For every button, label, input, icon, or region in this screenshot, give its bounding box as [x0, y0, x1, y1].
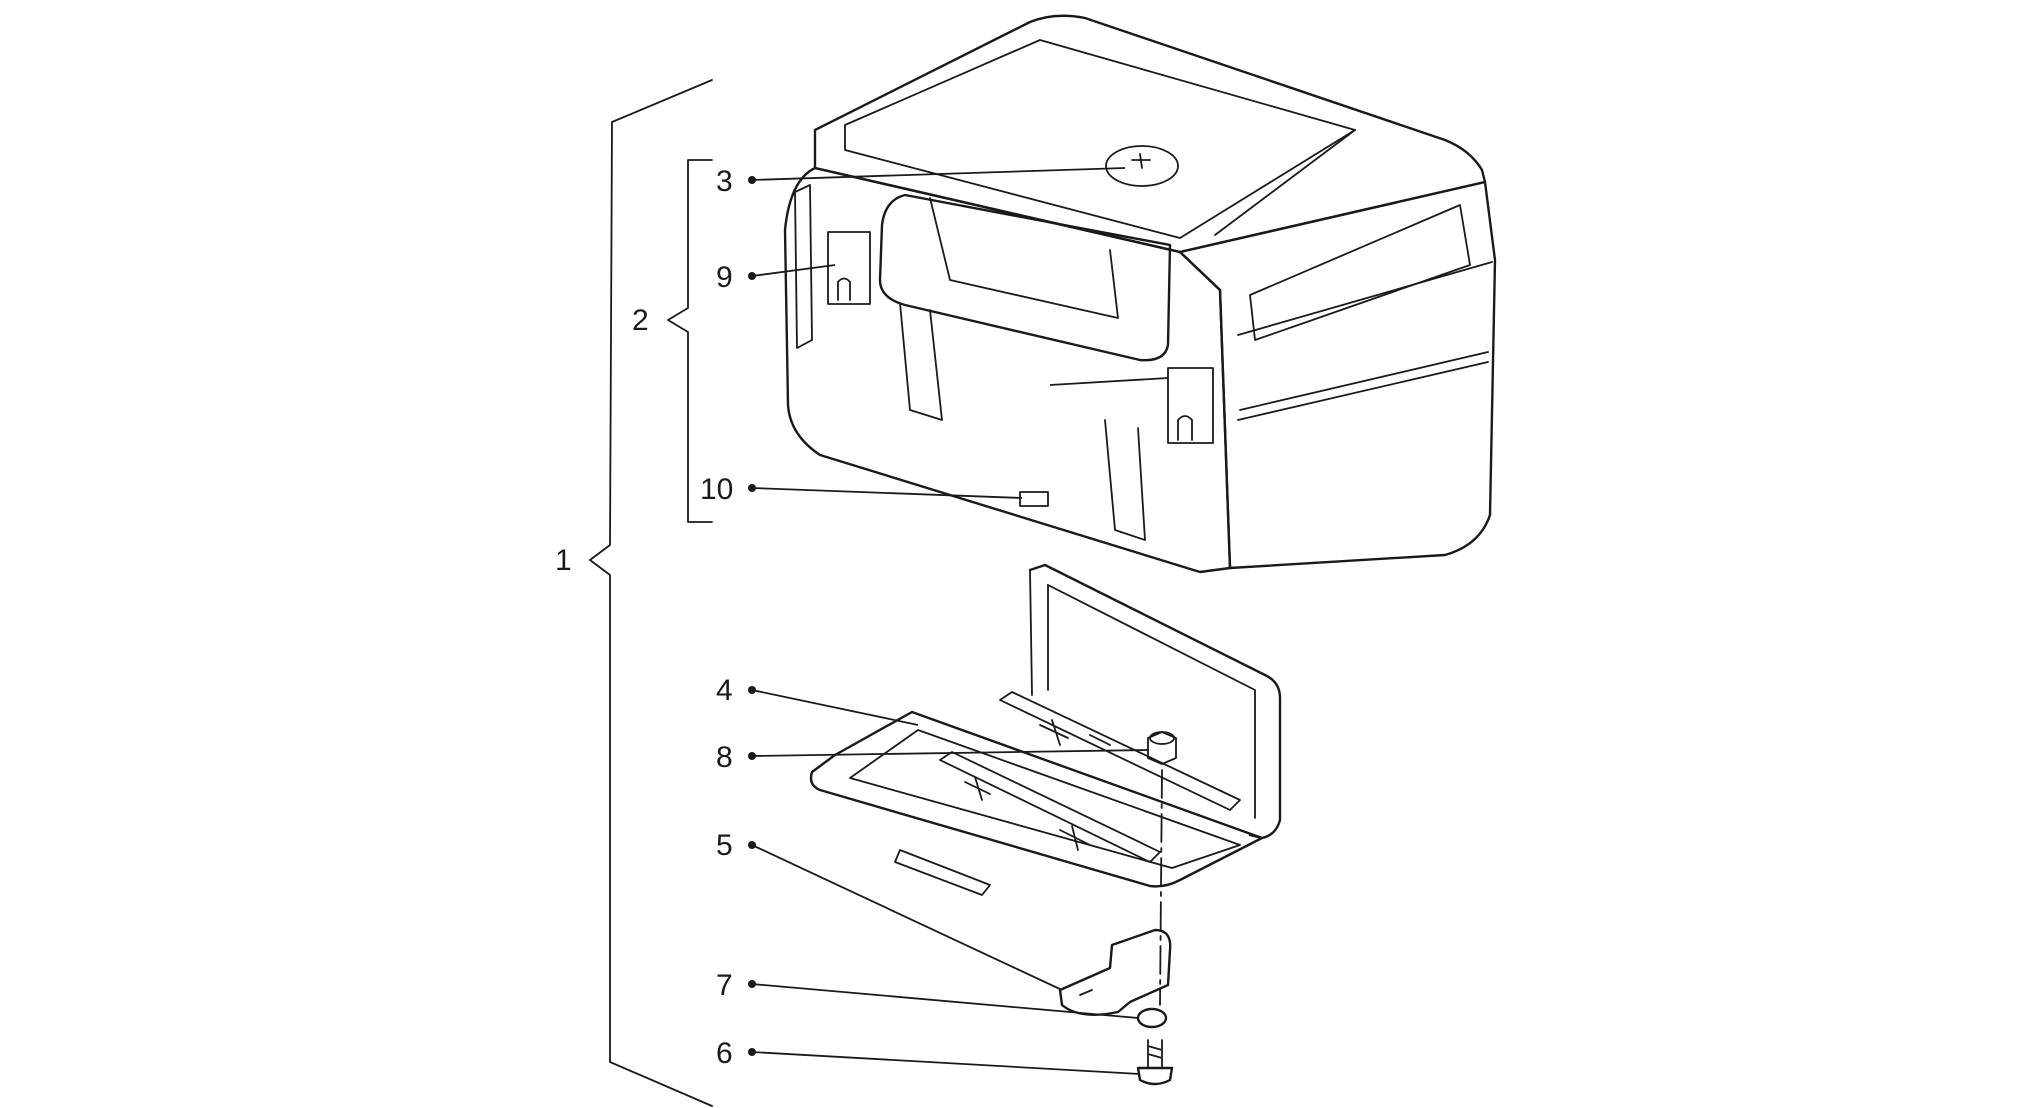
rack-slot-d — [1059, 825, 1091, 851]
callout-labels: 1 2 3 9 10 4 8 5 7 6 — [555, 165, 733, 1070]
rack-slat-1 — [999, 691, 1241, 811]
callout-8: 8 — [716, 741, 733, 774]
rack-back-frame — [1028, 563, 1282, 840]
rack-tray-outline — [809, 710, 1264, 888]
assembly-braces — [589, 79, 713, 1107]
callout-3: 3 — [716, 165, 733, 198]
callout-5: 5 — [716, 829, 733, 862]
brace-2 — [667, 159, 713, 523]
latch-left-slot — [837, 277, 851, 301]
case-right-rib-1 — [1237, 261, 1493, 336]
leader-10 — [751, 487, 1023, 499]
leader-9 — [751, 264, 836, 277]
bolt-icon — [1136, 1039, 1174, 1086]
clamp-plate — [1058, 928, 1172, 1016]
callout-6: 6 — [716, 1037, 733, 1070]
callout-7: 7 — [716, 969, 733, 1002]
case-right-rib-3 — [1237, 361, 1489, 421]
brace-1 — [589, 79, 713, 1107]
leader-6 — [751, 1051, 1141, 1075]
case-left-edge — [794, 184, 813, 349]
mounting-rack — [809, 563, 1282, 896]
callout-9: 9 — [716, 261, 733, 294]
case-front-strip-left — [899, 302, 943, 421]
case-lid-top — [813, 14, 1487, 254]
fastener-axis — [1159, 769, 1163, 1006]
case-right-panel — [1249, 204, 1471, 341]
case-front-face — [783, 166, 1232, 574]
leader-latch-right — [1049, 377, 1169, 386]
latch-right — [1167, 367, 1214, 444]
rack-back-frame-inner — [1047, 584, 1256, 819]
leader-8 — [751, 749, 1149, 757]
case-emblem-mark — [1131, 153, 1151, 169]
rack-tray-inner — [849, 729, 1241, 869]
rack-slot-c — [964, 776, 991, 801]
leader-5 — [751, 844, 1063, 991]
rack-slat-2 — [939, 751, 1161, 863]
case-handle — [878, 193, 1172, 362]
latch-right-slot — [1177, 415, 1193, 441]
rack-back-post — [1029, 569, 1049, 696]
latch-left — [827, 231, 871, 305]
case-lid-crease — [1214, 129, 1356, 236]
leader-7 — [751, 983, 1139, 1019]
case-right-shell — [1178, 180, 1497, 570]
rack-slot-b — [1089, 734, 1111, 746]
callout-1: 1 — [555, 544, 572, 577]
top-case — [783, 14, 1497, 574]
fasteners — [1058, 731, 1177, 1086]
callout-10: 10 — [700, 473, 733, 506]
callout-2: 2 — [632, 304, 649, 337]
case-front-strip-right — [1104, 419, 1146, 541]
washer-icon — [1136, 1007, 1168, 1029]
case-right-rib-2 — [1239, 351, 1489, 411]
leader-3 — [751, 167, 1126, 181]
leader-lines — [748, 167, 1169, 1075]
rack-slot-a — [1039, 719, 1069, 746]
callout-4: 4 — [716, 674, 733, 707]
case-bottom-tab — [1019, 491, 1049, 507]
nut-icon — [1147, 731, 1177, 765]
rack-slat-3 — [894, 849, 991, 896]
clamp-plate-hole — [1079, 989, 1093, 996]
case-handle-inner — [929, 197, 1119, 319]
leader-4 — [751, 689, 919, 726]
case-emblem — [1105, 145, 1179, 187]
case-lid-panel — [844, 39, 1356, 239]
